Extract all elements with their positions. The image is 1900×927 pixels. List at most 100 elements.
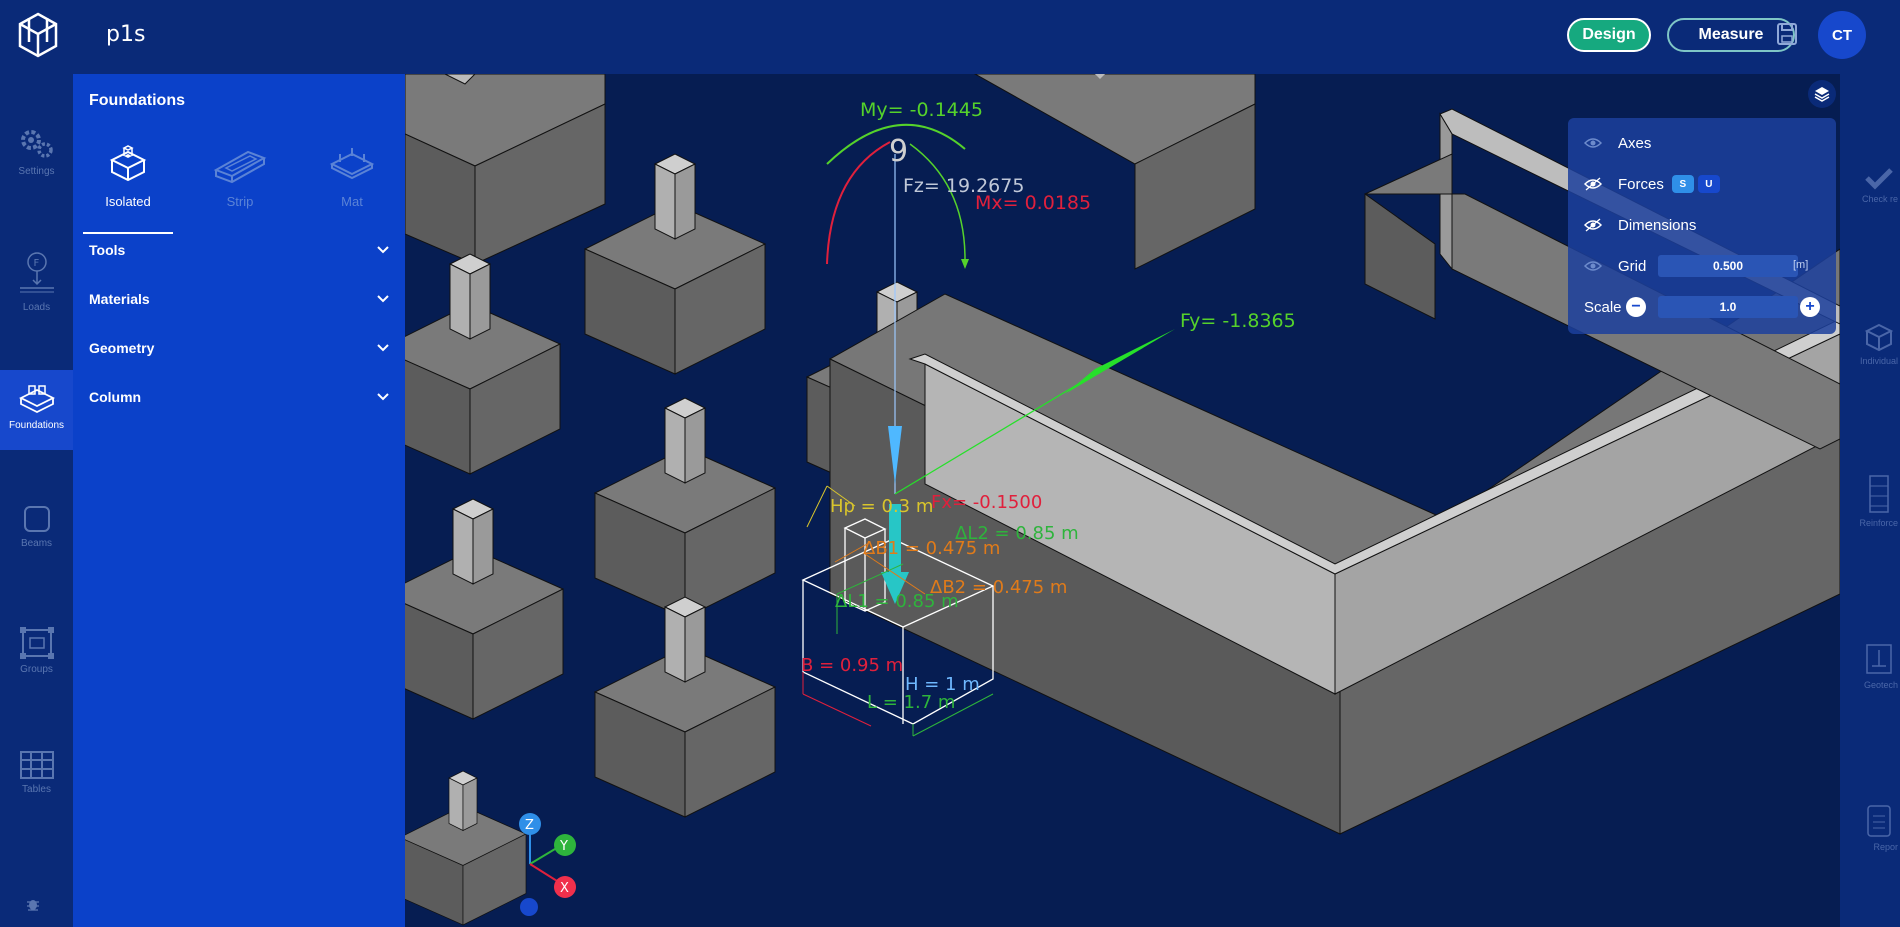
chevron-down-icon [377, 246, 389, 254]
toggle-grid[interactable]: Grid [1584, 254, 1646, 278]
section-label: Column [89, 389, 142, 405]
rail-label: Geotech [1863, 680, 1898, 690]
layers-icon [1814, 87, 1830, 102]
report-icon [1867, 805, 1891, 837]
rail-label: Groups [20, 664, 53, 675]
axis-z-label: Z [525, 818, 534, 833]
scale-input[interactable]: 1.0 [1658, 296, 1798, 318]
footing-5[interactable] [405, 498, 564, 720]
forces-ultimate-toggle[interactable]: U [1697, 175, 1720, 193]
tab-label: Mat [341, 194, 363, 209]
dimensions-label: Dimensions [1618, 216, 1697, 234]
axis-gizmo[interactable]: Z Y X [519, 813, 576, 916]
rail-label: Reinforce [1859, 518, 1898, 528]
eye-open-icon[interactable] [1584, 177, 1602, 191]
footing-7[interactable] [405, 770, 527, 926]
tab-label: Isolated [105, 194, 151, 209]
rail-item-check[interactable]: Check re [1840, 166, 1900, 204]
forces-service-toggle[interactable]: S [1671, 175, 1694, 193]
rail-item-report[interactable]: Repor [1840, 804, 1900, 852]
tab-label: Strip [226, 194, 254, 209]
group-icon [19, 627, 54, 659]
toggle-axes[interactable]: Axes [1584, 131, 1651, 155]
rail-item-tables[interactable]: Tables [0, 750, 73, 830]
strip-footing-icon [213, 150, 267, 184]
gear-icon [20, 130, 53, 158]
table-icon [19, 751, 54, 779]
section-label: Geometry [89, 340, 155, 356]
rail-label: Settings [18, 166, 55, 177]
rail-item-geotech[interactable]: Geotech [1840, 642, 1900, 690]
section-geometry[interactable]: Geometry [89, 333, 389, 363]
dim-l-label: L = 1.7 m [867, 692, 955, 713]
dim-db1-label: ΔB1 = 0.475 m [863, 538, 1000, 559]
tab-strip[interactable]: Strip [195, 144, 285, 234]
panel-title: Foundations [89, 92, 185, 109]
bug-icon[interactable] [25, 896, 41, 912]
chevron-down-icon [377, 393, 389, 401]
force-fy-label: Fy= -1.8365 [1180, 310, 1296, 332]
cube-icon [1864, 323, 1894, 352]
design-button[interactable]: Design [1567, 18, 1651, 52]
rail-item-groups[interactable]: Groups [0, 626, 73, 706]
force-fz-label: Fz= 19.2675 [903, 175, 1024, 197]
dim-b-label: B = 0.95 m [801, 655, 903, 676]
tab-mat[interactable]: Mat [307, 144, 397, 234]
footing-4[interactable] [594, 397, 776, 619]
section-column[interactable]: Column [89, 382, 389, 412]
left-nav-rail: Settings F Loads Foundations Beams [0, 74, 73, 927]
footing-1[interactable] [584, 153, 766, 375]
toggle-dimensions[interactable]: Dimensions [1584, 213, 1696, 237]
eye-open-icon[interactable] [1584, 218, 1602, 232]
toggle-forces[interactable]: Forces S U [1584, 172, 1720, 196]
section-label: Tools [89, 242, 126, 258]
moment-mx-label: Mx= 0.0185 [975, 192, 1091, 214]
rail-label: Loads [22, 302, 51, 313]
rail-label: Beams [20, 538, 53, 549]
rail-item-beams[interactable]: Beams [0, 504, 73, 584]
rail-item-settings[interactable]: Settings [0, 126, 73, 206]
dim-al1-label: ΔL1 = 0.85 m [835, 591, 959, 612]
scale-decrease-button[interactable]: − [1626, 297, 1646, 317]
layers-button[interactable] [1808, 80, 1836, 108]
save-icon[interactable] [1776, 22, 1798, 46]
user-avatar[interactable]: CT [1818, 11, 1866, 59]
eye-closed-icon[interactable] [1584, 136, 1602, 150]
foundations-icon [18, 385, 55, 414]
scene-canvas[interactable]: My= -0.1445 9 Fz= 19.2675 Mx= 0.0185 Fy=… [405, 74, 1840, 927]
rail-item-individual[interactable]: Individual [1840, 322, 1900, 366]
mat-foundation-icon [329, 148, 375, 180]
3d-viewport[interactable]: My= -0.1445 9 Fz= 19.2675 Mx= 0.0185 Fy=… [405, 74, 1840, 927]
app-logo-icon[interactable] [16, 10, 60, 60]
moment-my-label: My= -0.1445 [860, 99, 983, 121]
rail-item-foundations[interactable]: Foundations [0, 370, 73, 450]
top-bar: p1s Design Measure CT [0, 0, 1900, 74]
footing-6[interactable] [594, 596, 776, 818]
rail-item-reinforce[interactable]: Reinforce [1840, 474, 1900, 528]
force-fx-label: Fx= -0.1500 [931, 492, 1042, 513]
section-materials[interactable]: Materials [89, 284, 389, 314]
grid-size-input[interactable]: 0.500 [1658, 255, 1798, 277]
isolated-footing-icon [109, 145, 147, 182]
rail-label: Individual [1859, 356, 1898, 366]
dim-hp-label: Hp = 0.3 m [830, 496, 933, 517]
grid-unit: [m] [1793, 259, 1809, 271]
rail-label: Repor [1873, 842, 1898, 852]
geotech-icon [1866, 644, 1892, 674]
rail-label: Foundations [8, 420, 65, 431]
section-tools[interactable]: Tools [89, 235, 389, 265]
forces-label: Forces [1618, 175, 1664, 193]
eye-closed-icon[interactable] [1584, 259, 1602, 273]
scale-increase-button[interactable]: + [1800, 297, 1820, 317]
node-number-label: 9 [889, 134, 908, 169]
axes-label: Axes [1618, 134, 1652, 152]
dim-db2-label: ΔB2 = 0.475 m [930, 577, 1067, 598]
chevron-down-icon [377, 295, 389, 303]
beam-icon [23, 506, 50, 532]
right-nav-rail: Check re Individual Reinforce Geotech Re… [1840, 74, 1900, 927]
tab-isolated[interactable]: Isolated [83, 144, 173, 234]
rail-item-loads[interactable]: F Loads [0, 250, 73, 330]
axis-x-label: X [560, 881, 569, 896]
footing-2[interactable] [405, 253, 561, 475]
measure-button[interactable]: Measure [1667, 18, 1795, 52]
